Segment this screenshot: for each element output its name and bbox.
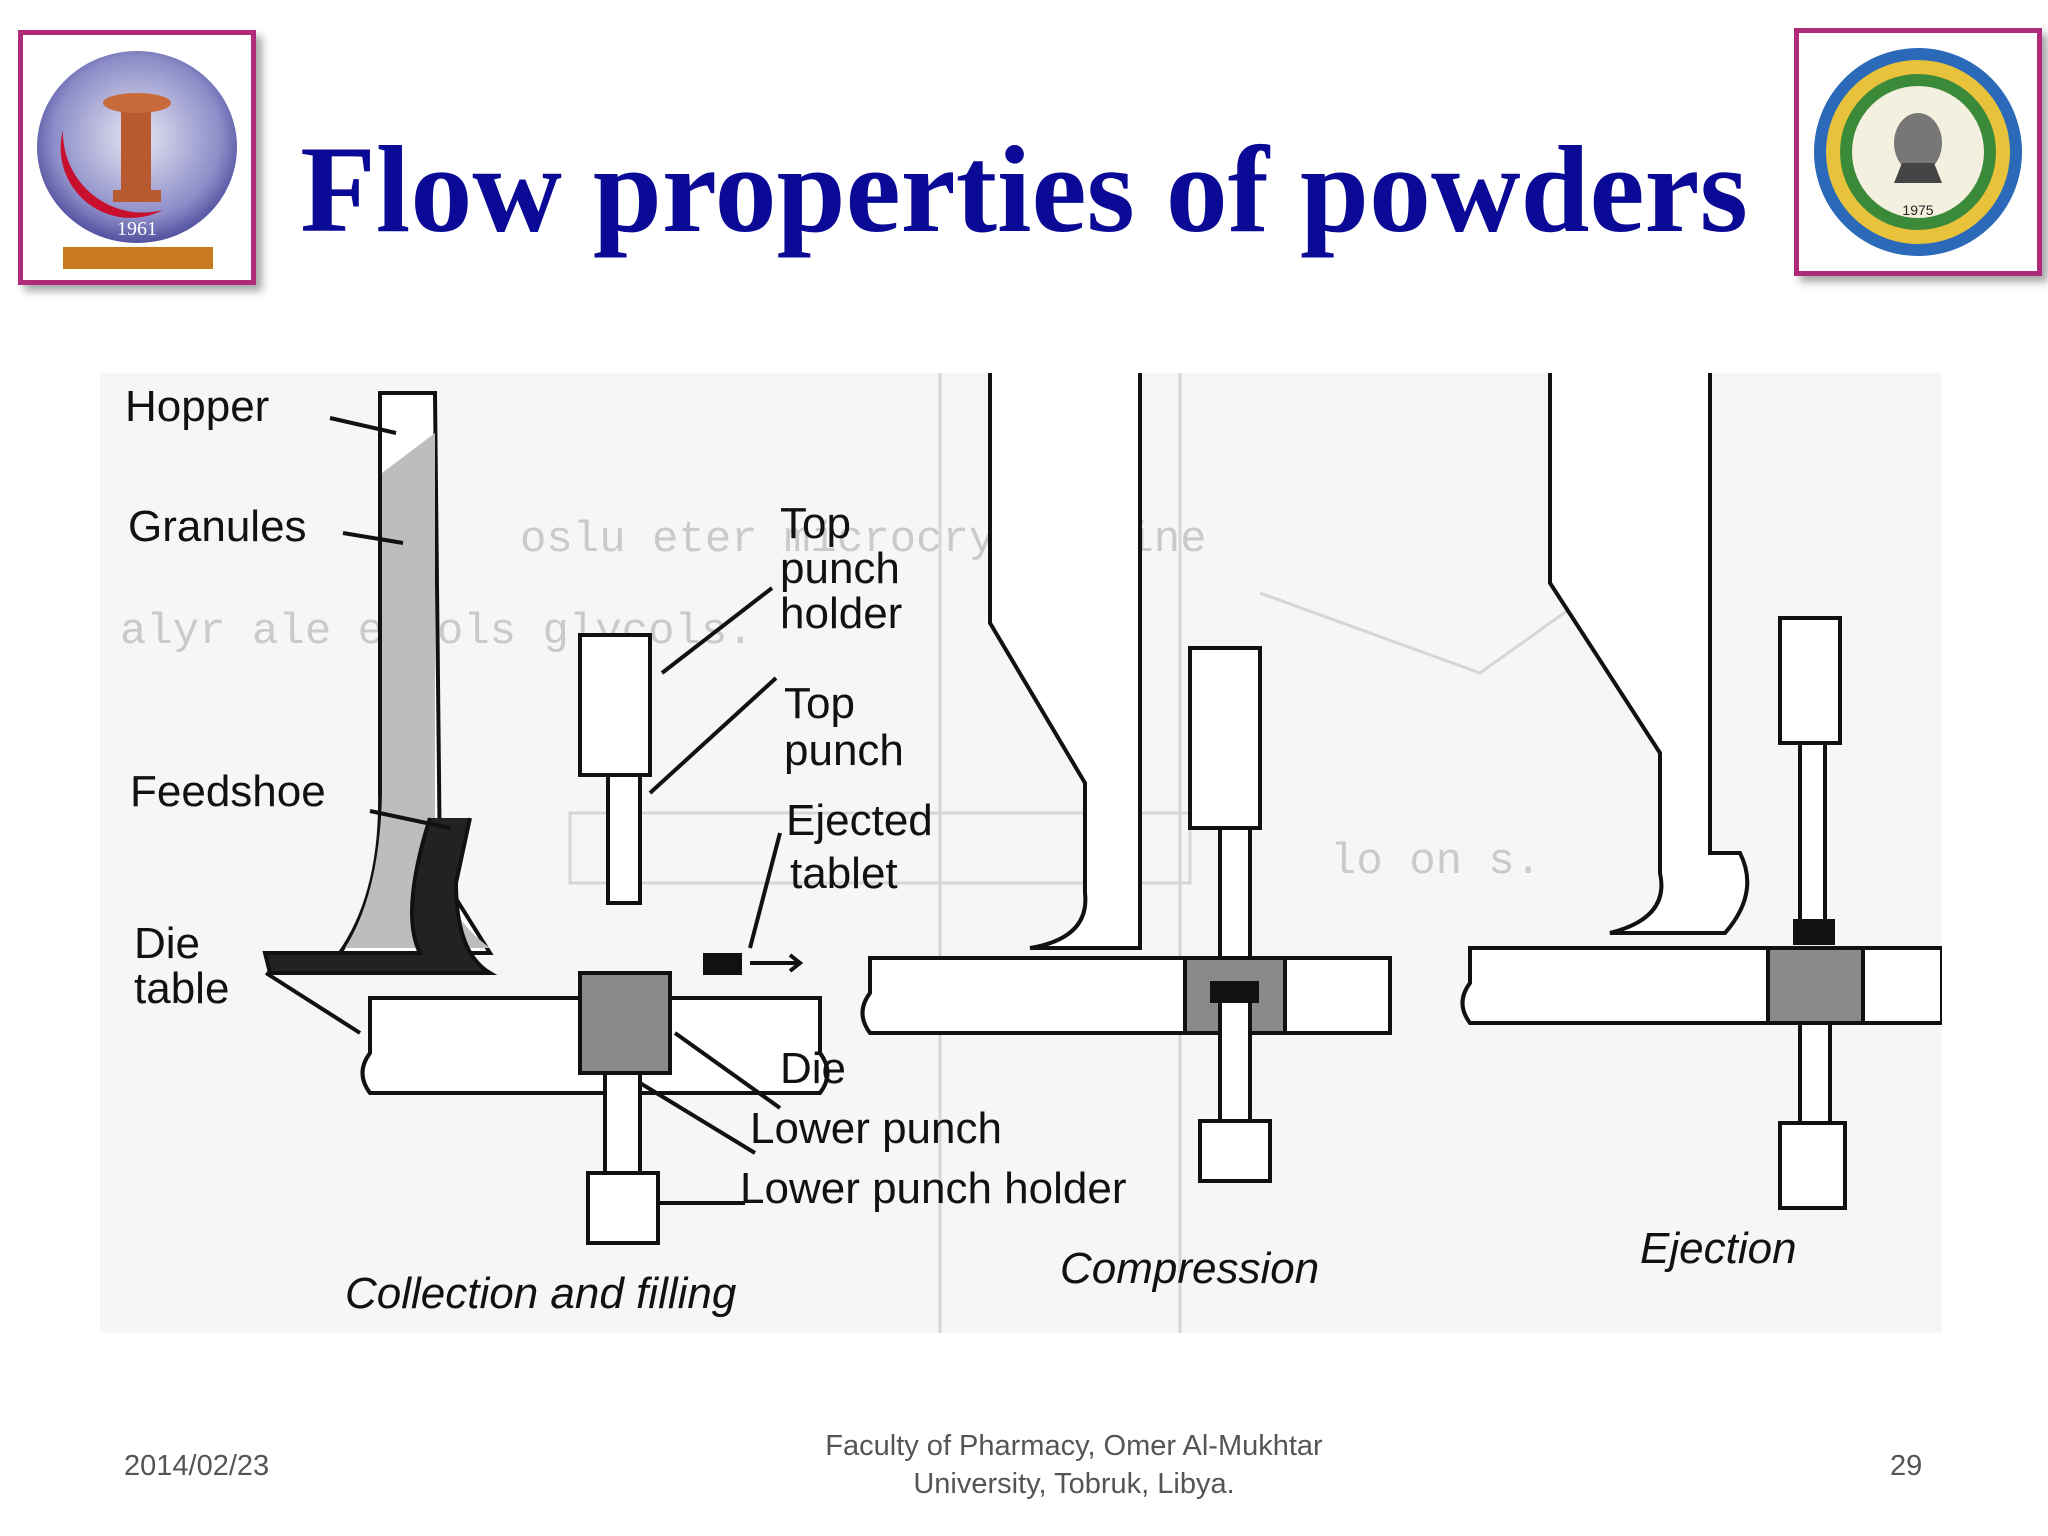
caption-compression: Compression xyxy=(1060,1244,1319,1293)
svg-text:lo on s.: lo on s. xyxy=(1330,837,1541,887)
tablet-press-svg: oslu eter microcrystal ine alyr ale e co… xyxy=(100,373,1942,1333)
university-seal: 1975 xyxy=(1794,28,2042,276)
label-top-punch-1: Top xyxy=(784,679,855,728)
slide-title: Flow properties of powders xyxy=(300,121,1748,258)
tablet-press-diagram: oslu eter microcrystal ine alyr ale e co… xyxy=(100,373,1942,1333)
faculty-logo: 1961 xyxy=(18,30,256,285)
caption-ejection: Ejection xyxy=(1640,1224,1797,1273)
label-feedshoe: Feedshoe xyxy=(130,767,326,816)
label-die-table-1: Die xyxy=(134,919,200,968)
stage-ejection xyxy=(1460,373,1942,1210)
label-lower-punch-holder: Lower punch holder xyxy=(740,1164,1126,1213)
seal-year-text: 1975 xyxy=(1902,202,1933,218)
footer-page-number: 29 xyxy=(1890,1450,1923,1482)
label-hopper: Hopper xyxy=(125,382,269,431)
university-seal-icon: 1975 xyxy=(1814,48,2022,256)
faculty-logo-icon: 1961 xyxy=(37,51,237,269)
label-die: Die xyxy=(780,1044,846,1093)
label-die-table-2: table xyxy=(134,964,229,1013)
label-ejected-tablet-1: Ejected xyxy=(786,796,933,845)
label-top-punch-holder-2: punch xyxy=(780,544,900,593)
label-top-punch-holder-1: Top xyxy=(780,499,851,548)
footer-institution-line2: University, Tobruk, Libya. xyxy=(913,1467,1235,1500)
caption-collection-filling: Collection and filling xyxy=(345,1269,737,1318)
footer-institution-line1: Faculty of Pharmacy, Omer Al-Mukhtar xyxy=(825,1430,1323,1462)
footer-date: 2014/02/23 xyxy=(124,1450,270,1482)
label-lower-punch: Lower punch xyxy=(750,1104,1002,1153)
label-granules: Granules xyxy=(128,502,307,551)
logo-year-text: 1961 xyxy=(117,218,157,240)
label-ejected-tablet-2: tablet xyxy=(790,849,898,898)
stage-compression xyxy=(860,373,1392,1183)
label-top-punch-holder-3: holder xyxy=(780,589,902,638)
label-top-punch-2: punch xyxy=(784,726,904,775)
stage-collection xyxy=(262,391,830,1245)
footer-institution: Faculty of Pharmacy, Omer Al-Mukhtar Uni… xyxy=(724,1428,1424,1503)
